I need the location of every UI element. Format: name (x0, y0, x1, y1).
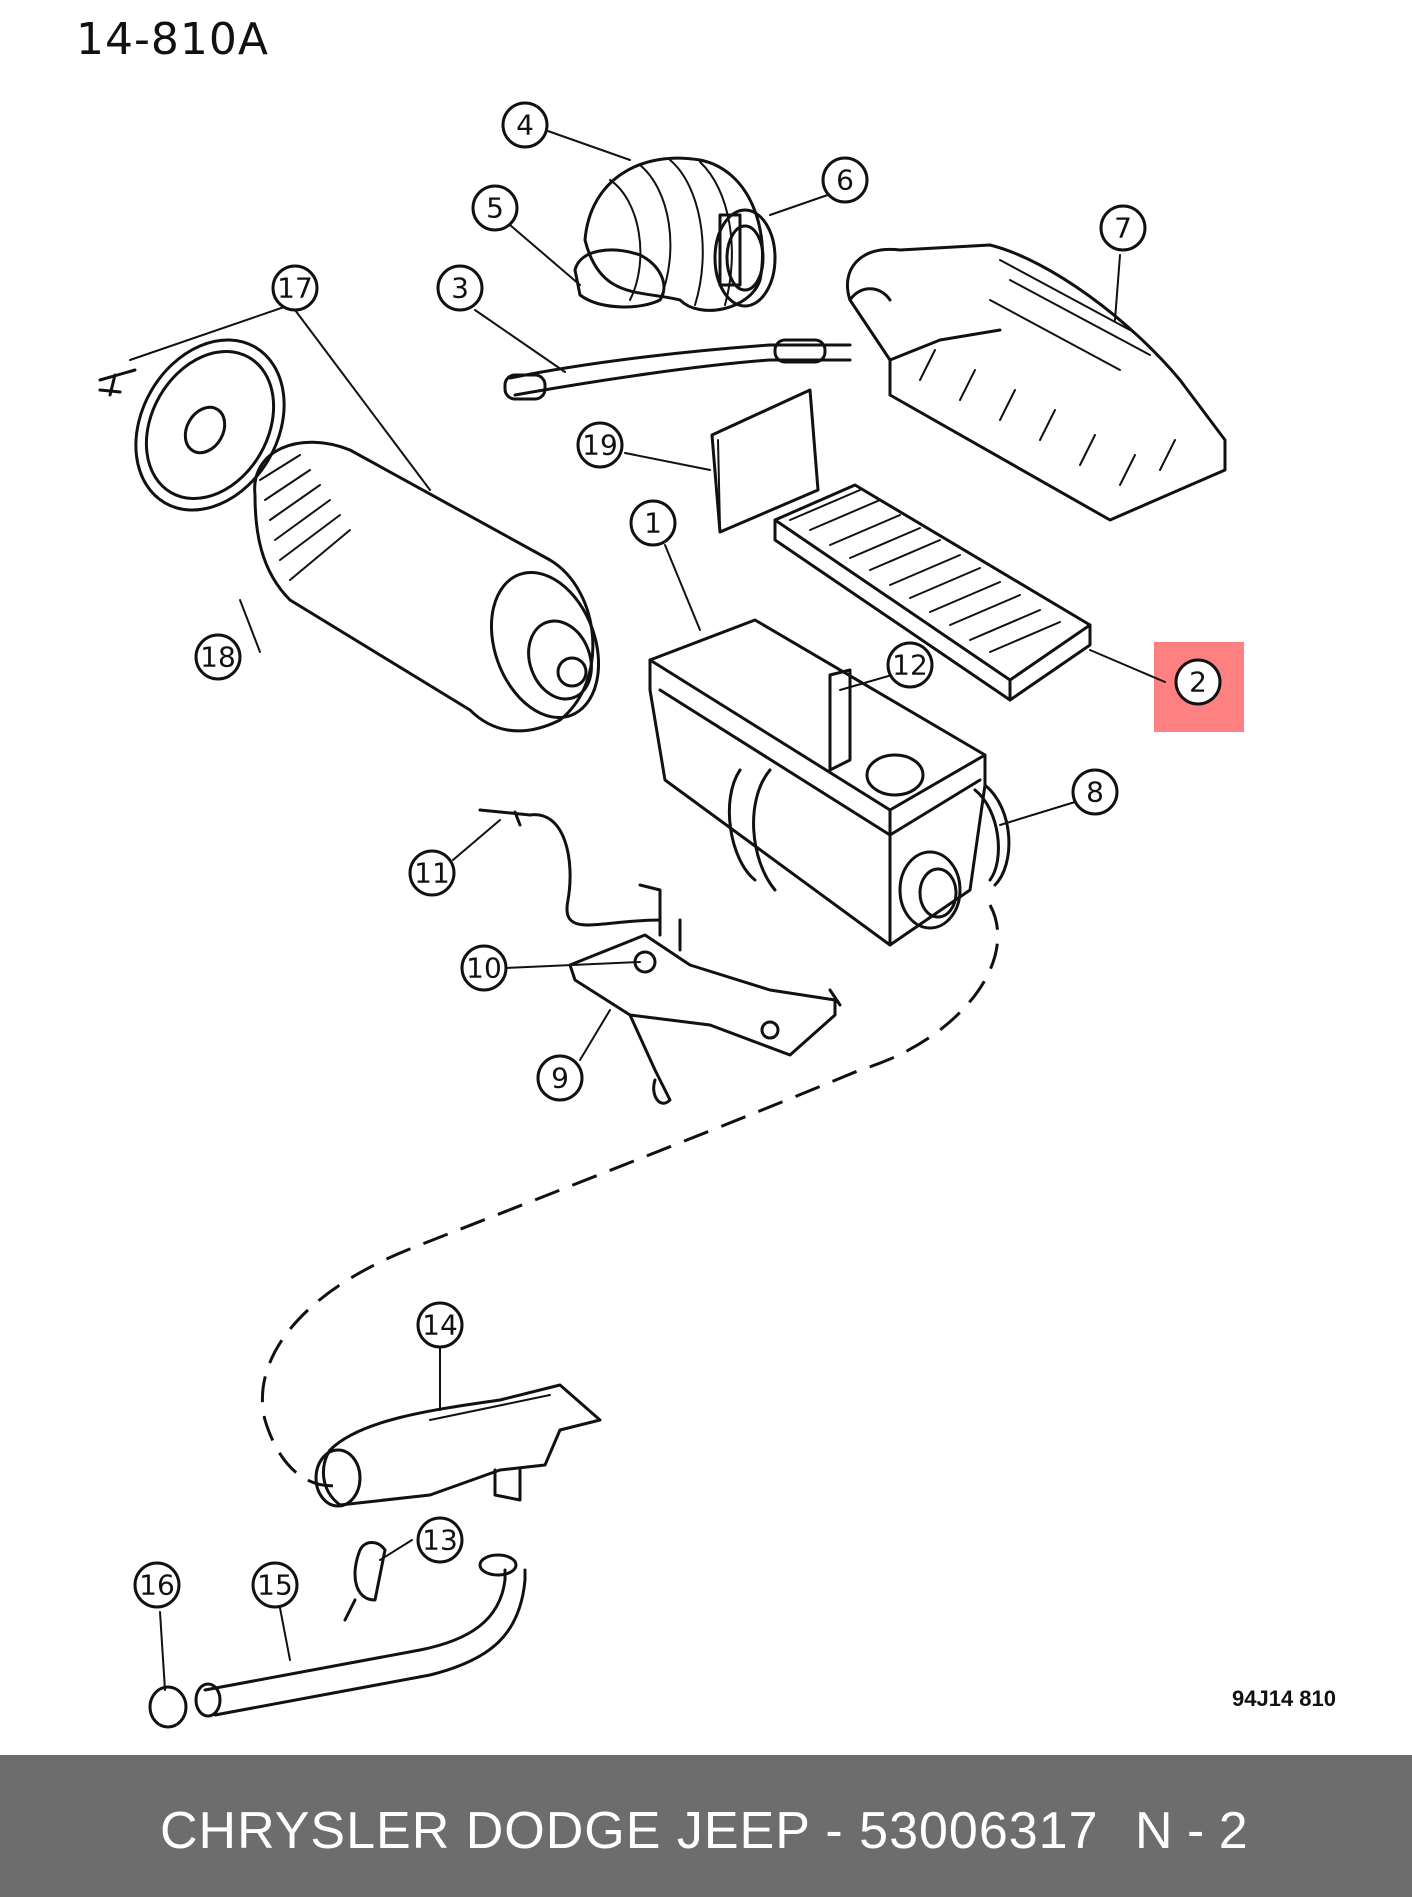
callout-4[interactable]: 4 (501, 101, 549, 149)
svg-text:9: 9 (551, 1062, 569, 1095)
svg-text:1: 1 (644, 507, 662, 540)
intake-duct[interactable] (314, 1383, 602, 1508)
svg-text:14: 14 (422, 1309, 458, 1342)
hose-clamp[interactable] (343, 1541, 387, 1622)
svg-text:17: 17 (277, 272, 313, 305)
leader-lines (129, 129, 1166, 1691)
svg-text:11: 11 (414, 857, 450, 890)
footer-bar: CHRYSLER DODGE JEEP - 53006317 N - 2 (0, 1755, 1412, 1897)
breather-hose[interactable] (503, 338, 852, 401)
footer-position-ref: N - 2 (1135, 1802, 1248, 1860)
callout-7[interactable]: 7 (1099, 204, 1147, 252)
svg-text:10: 10 (466, 952, 502, 985)
air-cleaner-housing[interactable] (648, 618, 1011, 947)
drain-tube[interactable] (194, 1553, 527, 1718)
svg-text:15: 15 (257, 1569, 293, 1602)
svg-text:3: 3 (451, 272, 469, 305)
callout-14[interactable]: 14 (416, 1301, 464, 1349)
svg-text:19: 19 (582, 429, 618, 462)
callout-16[interactable]: 16 (133, 1561, 181, 1609)
svg-text:4: 4 (516, 109, 534, 142)
air-filter-element[interactable] (773, 483, 1092, 702)
tube-cap[interactable] (148, 1685, 188, 1729)
svg-text:6: 6 (836, 164, 854, 197)
callout-2[interactable]: 2 (1174, 658, 1222, 706)
callout-1[interactable]: 1 (629, 499, 677, 547)
sheet-code: 14-810A (76, 14, 269, 65)
callout-18[interactable]: 18 (194, 633, 242, 681)
callout-17[interactable]: 17 (271, 264, 319, 312)
callout-19[interactable]: 19 (576, 421, 624, 469)
svg-text:7: 7 (1114, 212, 1132, 245)
callout-15[interactable]: 15 (251, 1561, 299, 1609)
callout-3[interactable]: 3 (436, 264, 484, 312)
exploded-view-drawing: 1 2 3 4 5 6 7 8 9 10 11 12 13 14 15 16 1… (98, 101, 1227, 1729)
svg-text:5: 5 (486, 192, 504, 225)
callout-6[interactable]: 6 (821, 156, 869, 204)
svg-text:2: 2 (1189, 666, 1207, 699)
callout-12[interactable]: 12 (886, 641, 934, 689)
callout-13[interactable]: 13 (416, 1516, 464, 1564)
footer-brand-part-number: CHRYSLER DODGE JEEP - 53006317 (160, 1802, 1099, 1860)
routing-dashed-line (260, 904, 1000, 1488)
callout-10[interactable]: 10 (460, 944, 508, 992)
svg-text:18: 18 (200, 641, 236, 674)
intake-hose-assembly[interactable] (573, 156, 777, 312)
mounting-bracket[interactable] (568, 883, 842, 1105)
foam-pad[interactable] (710, 388, 820, 534)
vacuum-line[interactable] (478, 808, 662, 927)
drawing-code: 94J14 810 (1232, 1686, 1336, 1711)
svg-text:12: 12 (892, 649, 928, 682)
callout-5[interactable]: 5 (471, 184, 519, 232)
canister-filter[interactable] (98, 313, 618, 733)
svg-text:8: 8 (1086, 776, 1104, 809)
callout-9[interactable]: 9 (536, 1054, 584, 1102)
svg-text:13: 13 (422, 1524, 458, 1557)
air-cleaner-cover[interactable] (845, 243, 1227, 522)
callout-11[interactable]: 11 (408, 849, 456, 897)
callout-8[interactable]: 8 (1071, 768, 1119, 816)
svg-text:16: 16 (139, 1569, 175, 1602)
